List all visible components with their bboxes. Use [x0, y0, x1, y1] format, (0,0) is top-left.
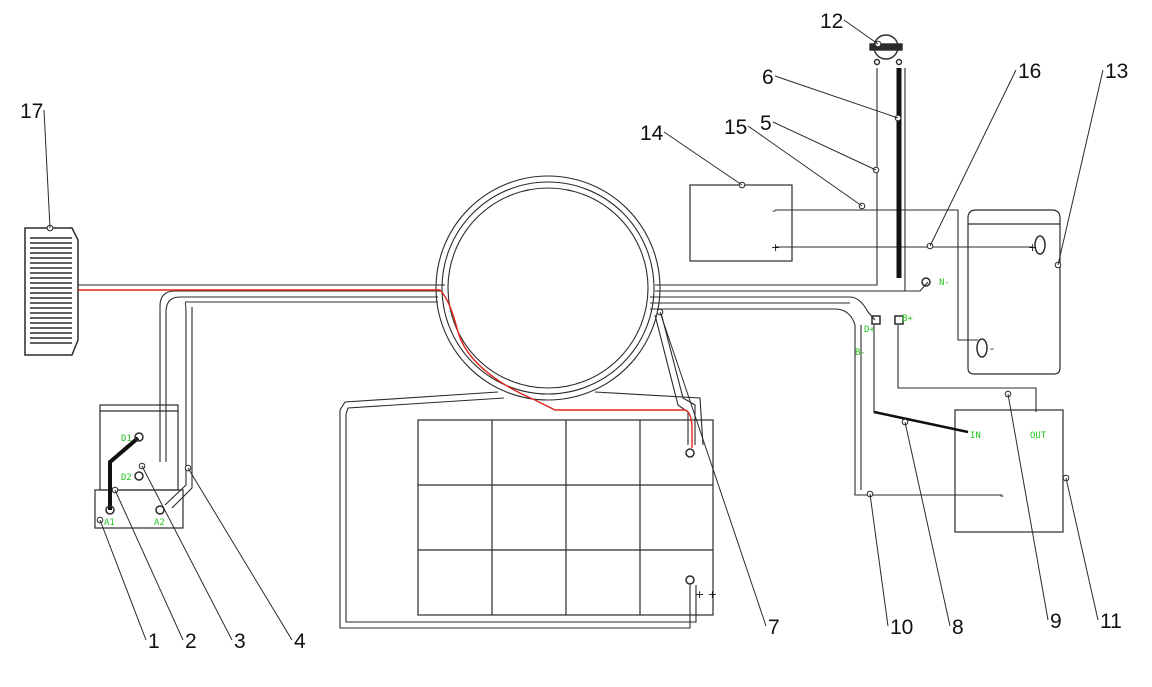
solar-panel: [417, 419, 714, 616]
cable-bundle: [78, 68, 1037, 629]
heat-sink-component: [24, 227, 79, 356]
callout-4: 4: [294, 630, 306, 653]
leader-line-1: [99, 519, 147, 641]
leader-line-9: [1007, 393, 1049, 621]
plus-sign-panel: + +: [695, 588, 717, 601]
callout-10: 10: [890, 616, 913, 639]
leader-line-17: [43, 109, 51, 229]
leader-line-6: [774, 75, 899, 119]
plus-sign-tank: +: [1028, 241, 1037, 254]
terminal-d-plus: D+: [864, 325, 875, 335]
controller-box-11: [954, 409, 1064, 533]
callout-1: 1: [148, 630, 160, 653]
leader-line-5: [772, 121, 877, 171]
callout-3: 3: [234, 630, 246, 653]
terminal-n-minus: N-: [939, 278, 950, 288]
leader-line-10: [869, 493, 889, 627]
leader-line-3: [141, 465, 233, 641]
callout-16: 16: [1018, 60, 1041, 83]
leader-line-13: [1057, 69, 1104, 266]
terminal-posts: [105, 235, 1046, 585]
terminal-b-plus: B+: [902, 314, 913, 324]
leader-line-8: [904, 421, 951, 627]
callout-2: 2: [185, 630, 197, 653]
callout-13: 13: [1105, 60, 1128, 83]
terminal-a2: A2: [154, 518, 165, 528]
callout-7: 7: [768, 616, 780, 639]
leader-line-7: [659, 311, 767, 627]
red-wire: [78, 289, 693, 448]
terminal-out: OUT: [1030, 431, 1047, 441]
terminal-a1: A1: [104, 518, 115, 528]
leader-line-14: [663, 131, 743, 186]
callout-6: 6: [762, 66, 774, 89]
leader-line-12: [843, 19, 879, 45]
callout-15: 15: [724, 116, 747, 139]
callout-9: 9: [1050, 610, 1062, 633]
control-box: [94, 404, 184, 529]
leader-line-2: [114, 489, 184, 641]
terminal-d2: D2: [121, 473, 132, 483]
terminal-d1: D1: [121, 434, 132, 444]
terminal-in: IN: [970, 431, 981, 441]
leader-line-4: [187, 467, 293, 641]
leader-line-11: [1065, 477, 1099, 621]
callout-12: 12: [820, 10, 843, 33]
cable-8: [873, 410, 969, 434]
minus-sign-14: -: [772, 204, 776, 217]
plus-sign-14: +: [771, 241, 780, 254]
tank-component-13: [967, 209, 1061, 375]
minus-sign-tank: -: [990, 342, 994, 355]
callout-11: 11: [1100, 610, 1122, 633]
callout-8: 8: [952, 616, 964, 639]
leader-line-16: [929, 69, 1017, 247]
callout-5: 5: [760, 112, 772, 135]
terminal-b-minus: B-: [855, 348, 866, 358]
thick-cable-2: [108, 436, 140, 510]
top-fitting-12: [869, 34, 903, 66]
callout-14: 14: [640, 122, 664, 145]
callout-17: 17: [20, 100, 43, 123]
minus-sign-controller: -: [1000, 489, 1004, 502]
leader-line-15: [747, 125, 863, 207]
